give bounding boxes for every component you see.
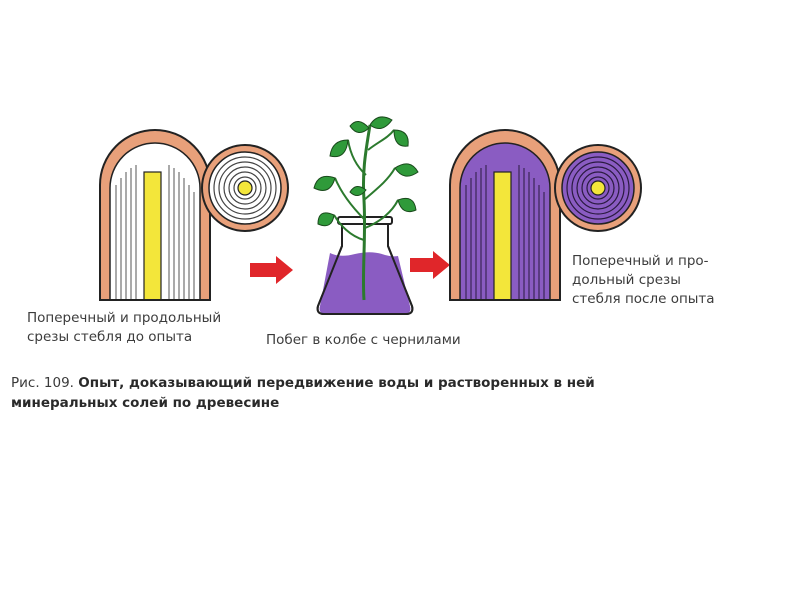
caption-line2: минеральных солей по древесине [11, 393, 791, 413]
caption-title-line1: Опыт, доказывающий передвижение воды и р… [78, 375, 595, 391]
label-flask: Побег в колбе с чернилами [266, 332, 461, 348]
flask-with-shoot [313, 116, 419, 315]
longitudinal-section-after [449, 129, 561, 301]
caption-line1: Рис. 109. Опыт, доказывающий передвижени… [11, 373, 791, 393]
caption-title-line2: минеральных солей по древесине [11, 395, 280, 411]
cross-section-after [554, 144, 642, 232]
arrow-right-icon [410, 251, 450, 279]
arrow-right-icon [250, 256, 293, 284]
figure-caption: Рис. 109. Опыт, доказывающий передвижени… [11, 373, 791, 413]
label-after: Поперечный и про- дольный срезы стебля п… [572, 252, 715, 309]
label-after-line2: дольный срезы [572, 272, 681, 288]
label-before: Поперечный и продольный срезы стебля до … [27, 309, 221, 347]
longitudinal-section-before [99, 129, 211, 301]
caption-prefix: Рис. 109. [11, 375, 74, 391]
label-after-line1: Поперечный и про- [572, 253, 709, 269]
label-before-line1: Поперечный и продольный [27, 310, 222, 326]
label-before-line2: срезы стебля до опыта [27, 329, 193, 345]
cross-section-before [201, 144, 289, 232]
label-after-line3: стебля после опыта [572, 291, 715, 307]
